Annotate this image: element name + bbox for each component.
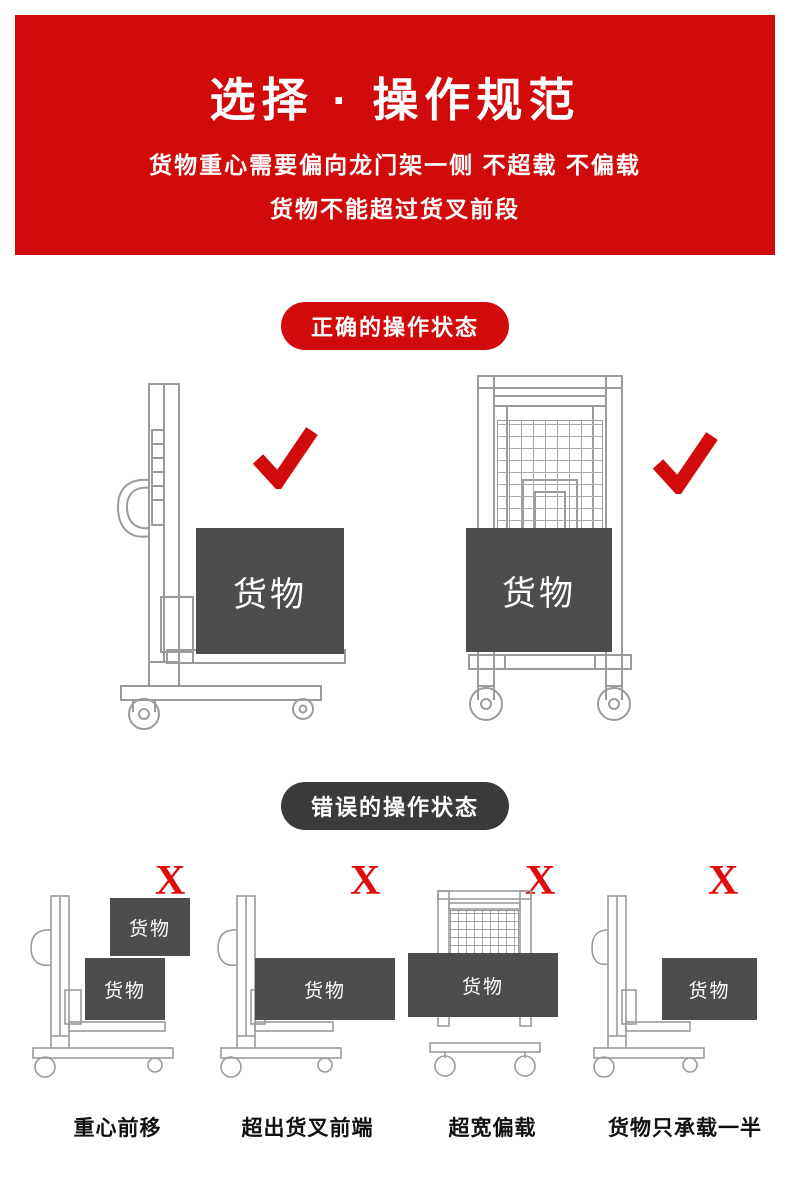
- correct-section-badge: 正确的操作状态: [280, 302, 510, 350]
- cargo-box: 货物: [85, 958, 165, 1020]
- wrong-caption-1: 重心前移: [73, 1117, 162, 1140]
- banner-subtitle-1: 货物重心需要偏向龙门架一侧 不超载 不偏载: [149, 152, 641, 179]
- header-banner: 选择 · 操作规范 货物重心需要偏向龙门架一侧 不超载 不偏载 货物不能超过货叉…: [15, 15, 775, 255]
- check-icon: [652, 432, 718, 494]
- x-icon: X: [525, 858, 556, 904]
- base-and-wheels: [468, 654, 632, 721]
- wrong-caption-4: 货物只承载一半: [608, 1117, 762, 1140]
- wrong-caption-2: 超出货叉前端: [241, 1117, 374, 1140]
- wrong-example-3: X 货物 超宽偏载: [400, 860, 585, 1150]
- x-icon: X: [708, 858, 739, 904]
- cargo-box: 货物: [110, 898, 190, 956]
- wrong-example-4: X 货物 货物只承载一半: [590, 860, 780, 1150]
- check-icon: [252, 427, 318, 489]
- mini-stacker-side-drawing: [30, 895, 174, 1078]
- base-and-wheels: [120, 662, 322, 730]
- mast: [148, 383, 180, 663]
- cargo-box: 货物: [196, 528, 344, 654]
- cargo-box: 货物: [408, 953, 558, 1017]
- load-backrest-grid: [450, 910, 519, 962]
- mini-stacker-side-drawing: [591, 895, 705, 1078]
- load-backrest-grid: [497, 420, 603, 545]
- x-icon: X: [155, 858, 186, 904]
- cargo-box: 货物: [255, 958, 395, 1020]
- wrong-caption-3: 超宽偏载: [448, 1117, 537, 1140]
- page-title: 选择 · 操作规范: [209, 74, 581, 126]
- wrong-example-2: X 货物 超出货叉前端: [215, 860, 400, 1150]
- banner-subtitle-2: 货物不能超过货叉前段: [270, 196, 520, 223]
- cargo-box: 货物: [466, 528, 612, 652]
- x-icon: X: [350, 858, 381, 904]
- wrong-example-1: X 货物 货物 重心前移: [25, 860, 210, 1150]
- handle: [116, 478, 151, 538]
- wrong-section-badge: 错误的操作状态: [280, 782, 510, 830]
- cargo-box: 货物: [662, 958, 757, 1020]
